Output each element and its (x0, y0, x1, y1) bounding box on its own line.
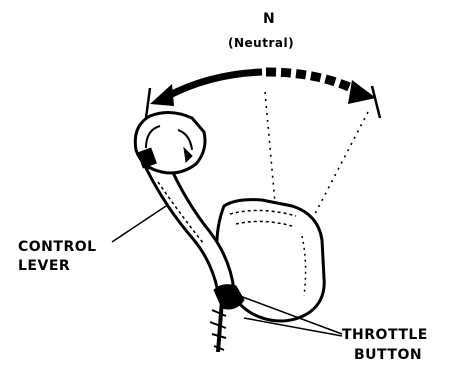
control-lever-label-line1: CONTROL (18, 240, 97, 254)
neutral-position-letter: N (263, 12, 275, 26)
control-lever-label-line2: LEVER (18, 259, 70, 273)
throttle-button-label-line1: THROTTLE (342, 328, 428, 342)
neutral-position-label: (Neutral) (228, 37, 294, 49)
arc-left-marker (146, 88, 150, 118)
arc-arrowhead-right (348, 80, 376, 104)
arc-arrowhead-left (150, 84, 174, 106)
control-lever-leader-line (112, 206, 166, 242)
arc-arrow-dashed (266, 72, 356, 90)
arc-right-marker (372, 86, 380, 118)
lever-handle (135, 112, 205, 173)
throttle-button-label-line2: BUTTON (354, 348, 422, 362)
arc-arrow-solid (168, 72, 262, 96)
throttle-button-mechanism (210, 285, 244, 352)
